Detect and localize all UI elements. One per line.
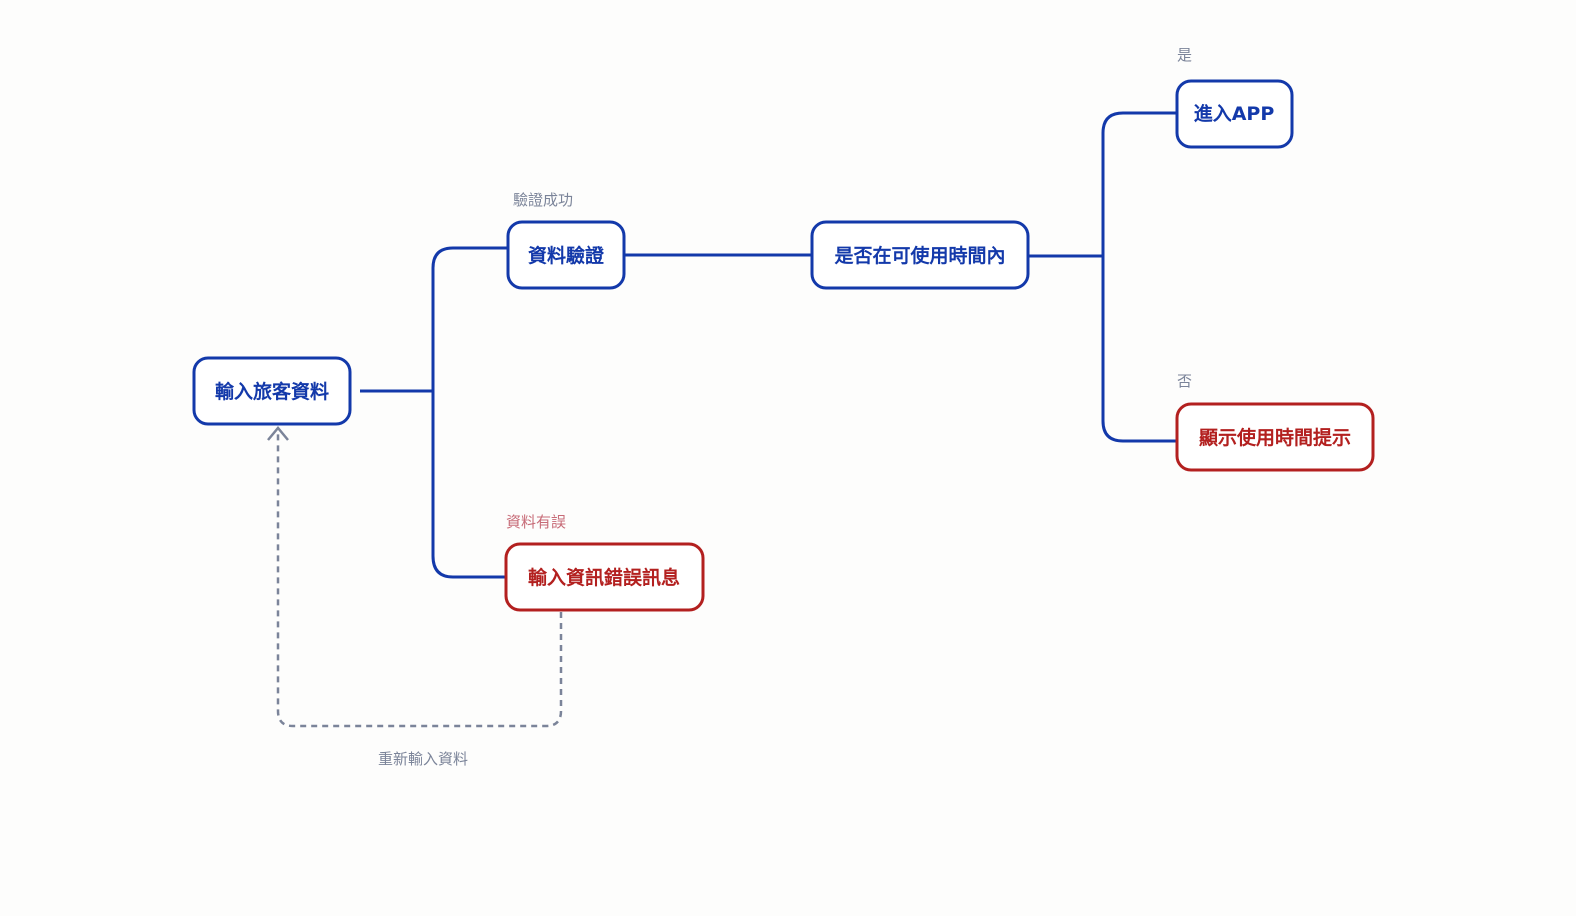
- node-input-passenger-label: 輸入旅客資料: [215, 380, 329, 403]
- connector-branch-to-error: [431, 391, 506, 579]
- label-reenter: 重新輸入資料: [378, 750, 468, 768]
- connector-branch-to-validate: [431, 246, 507, 391]
- node-input-error-label: 輸入資訊錯誤訊息: [528, 566, 680, 589]
- loop-arrowhead-icon: [267, 426, 289, 441]
- label-no: 否: [1177, 372, 1192, 390]
- node-time-check: 是否在可使用時間內: [810, 220, 1030, 290]
- node-input-passenger: 輸入旅客資料: [192, 356, 352, 426]
- label-yes: 是: [1177, 46, 1192, 64]
- node-show-time-hint: 顯示使用時間提示: [1175, 402, 1375, 472]
- label-validation-success: 驗證成功: [513, 191, 573, 209]
- node-input-error: 輸入資訊錯誤訊息: [504, 542, 705, 612]
- node-validate-label: 資料驗證: [528, 244, 605, 267]
- node-enter-app-label: 進入APP: [1194, 103, 1275, 125]
- node-time-check-label: 是否在可使用時間內: [834, 244, 1005, 267]
- connector-branch-to-enter-app: [1101, 111, 1177, 256]
- node-show-time-hint-label: 顯示使用時間提示: [1199, 426, 1351, 449]
- node-validate: 資料驗證: [506, 220, 626, 290]
- label-data-error: 資料有誤: [506, 513, 566, 531]
- node-enter-app: 進入APP: [1175, 79, 1294, 149]
- connector-branch-to-time-hint: [1101, 256, 1177, 443]
